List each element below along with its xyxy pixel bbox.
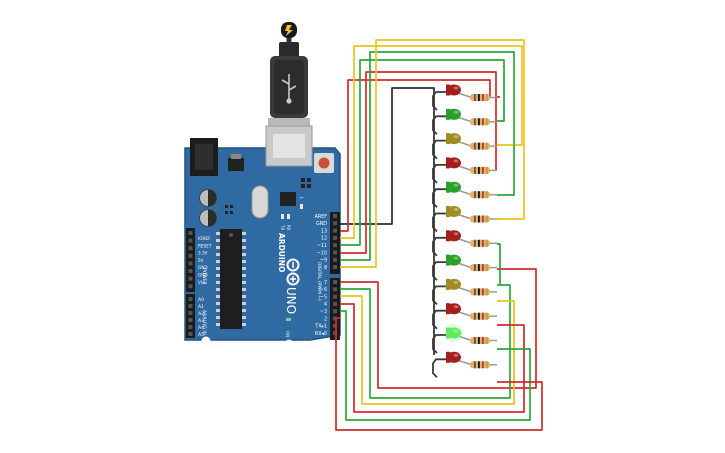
digital-pin-label: ~5: [320, 294, 327, 300]
power-pin-label: 5V: [198, 258, 204, 263]
mounting-hole: [201, 336, 211, 346]
digital-pin-label: 13: [321, 228, 327, 234]
resistor[interactable]: [470, 94, 497, 101]
digital-pin-label: ~11: [317, 243, 327, 249]
mounting-hole: [284, 339, 294, 349]
power-pin-label: IOREF: [198, 236, 211, 241]
digital-pin-label: 8: [324, 265, 327, 271]
led-array: [432, 84, 497, 378]
resistor[interactable]: [470, 118, 497, 126]
wire[interactable]: [335, 317, 543, 431]
wire[interactable]: [497, 243, 501, 285]
usb-cable: [268, 22, 310, 126]
digital-label: DIGITAL (PWM ~): [316, 262, 322, 301]
led-label-rx: RX: [286, 225, 291, 231]
resistor[interactable]: [470, 215, 497, 223]
usb-icon: [281, 74, 297, 104]
digital-pin-label: TX▸1: [314, 324, 327, 330]
led-yellow[interactable]: [432, 278, 471, 306]
digital-pin-label: ~10: [317, 250, 327, 256]
resistor[interactable]: [470, 191, 497, 199]
led-green[interactable]: [432, 254, 471, 281]
wire[interactable]: [340, 303, 525, 413]
power-pin-label: Vin: [198, 280, 205, 285]
digital-pin-label: RX◂0: [315, 331, 327, 337]
power-pin-label: GND: [198, 265, 208, 270]
led-red[interactable]: [432, 84, 471, 111]
digital-pin-label: GND: [316, 221, 327, 227]
brand-text: ARDUINO: [277, 233, 286, 272]
analog-pin-label: A5: [198, 332, 204, 338]
power-label: POWER: [201, 268, 207, 285]
wire[interactable]: [340, 284, 511, 399]
arduino-logo: [286, 258, 300, 286]
led-yellow[interactable]: [432, 206, 471, 233]
wire[interactable]: [340, 87, 435, 355]
led-red[interactable]: [432, 303, 471, 330]
wire[interactable]: [340, 268, 537, 389]
onboard-leds: [281, 204, 303, 321]
led-red[interactable]: [432, 157, 471, 184]
analog-pin-label: A3: [198, 318, 204, 324]
atmega-microcontroller: [216, 229, 246, 329]
power-header[interactable]: [186, 228, 195, 292]
digital-pin-label: 2: [324, 316, 327, 322]
digital-header-bottom[interactable]: [330, 278, 340, 340]
led-yellow[interactable]: [432, 133, 471, 160]
analog-label: ANALOG IN: [201, 310, 207, 335]
digital-pin-label: 12: [321, 236, 327, 242]
led-green[interactable]: [432, 181, 471, 208]
digital-pin-label: 7: [324, 280, 327, 286]
wire[interactable]: [340, 79, 491, 232]
digital-pin-label: ~9: [320, 258, 327, 264]
led-red[interactable]: [432, 230, 471, 257]
wire[interactable]: [340, 51, 515, 261]
wire-layer: [335, 39, 543, 431]
resistor[interactable]: [470, 239, 497, 247]
icsp-header: [301, 178, 311, 188]
power-pin-label: GND: [198, 273, 208, 278]
on-label: ON: [285, 331, 290, 337]
power-pin-label: 3.3V: [198, 251, 208, 256]
digital-pin-label: AREF: [315, 214, 328, 220]
crystal-oscillator: [251, 185, 269, 219]
resistor[interactable]: [470, 142, 497, 150]
resistor[interactable]: [470, 288, 497, 296]
led-label-l: L: [299, 197, 304, 200]
analog-pin-label: A2: [198, 311, 204, 317]
usb-chip: [280, 192, 296, 206]
wire[interactable]: [340, 45, 523, 239]
led-green[interactable]: [432, 108, 471, 135]
digital-header-top[interactable]: [330, 212, 340, 274]
model-text: UNO: [284, 287, 298, 314]
wire[interactable]: [340, 59, 505, 246]
digital-pin-label: ~3: [320, 309, 327, 315]
resistor[interactable]: [470, 264, 497, 272]
resistor[interactable]: [470, 312, 497, 320]
analog-pin-label: A4: [198, 325, 204, 331]
power-pin-label: RESET: [198, 243, 212, 248]
wire[interactable]: [340, 39, 525, 268]
digital-pin-label: ~6: [320, 287, 327, 293]
led-label-tx: TX: [280, 224, 285, 230]
resistor[interactable]: [470, 337, 497, 344]
analog-pin-label: A1: [198, 304, 204, 310]
led-green[interactable]: [432, 324, 471, 354]
resistor[interactable]: [470, 166, 497, 174]
led-red[interactable]: [432, 351, 471, 378]
wire[interactable]: [340, 295, 515, 405]
resistor[interactable]: [470, 361, 497, 369]
voltage-regulator: [228, 158, 244, 171]
digital-pin-label: 4: [324, 302, 327, 308]
analog-header[interactable]: [186, 294, 195, 338]
wire[interactable]: [340, 310, 531, 421]
analog-pin-label: A0: [198, 297, 204, 303]
